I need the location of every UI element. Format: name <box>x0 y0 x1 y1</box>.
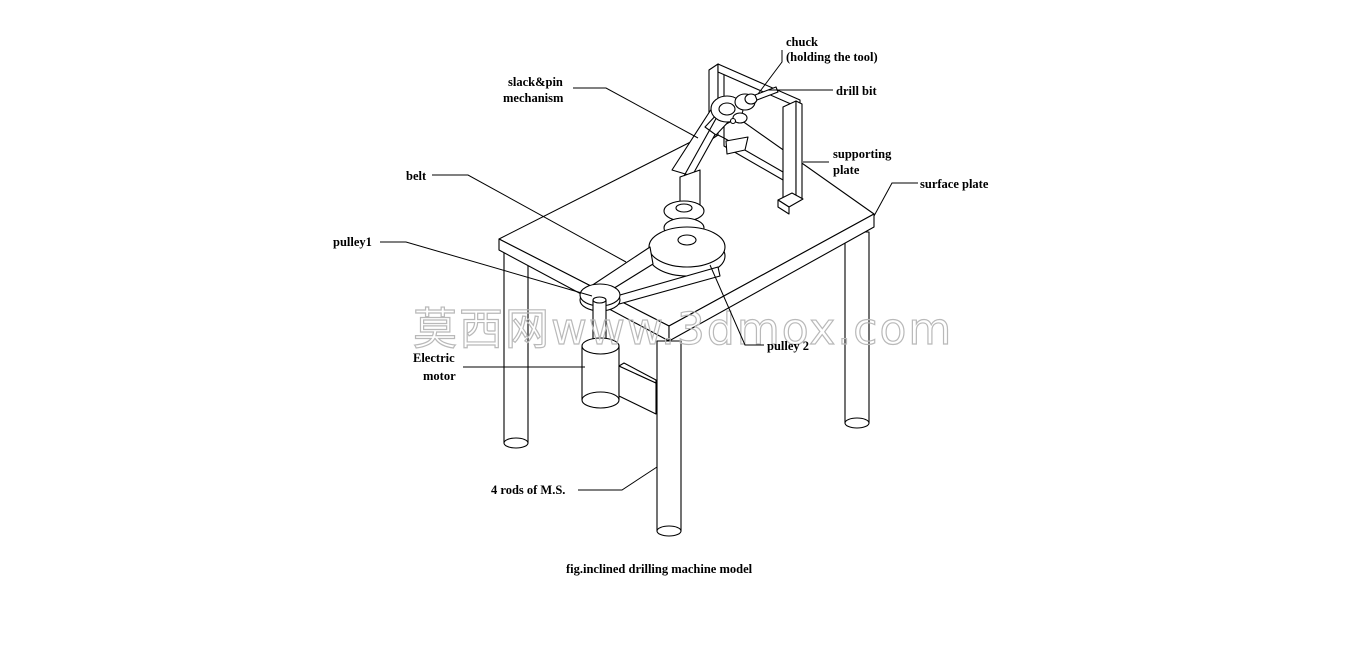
leader-belt <box>432 174 627 263</box>
label-electric: Electric <box>413 351 455 365</box>
label-slack-pin: slack&pin <box>508 75 563 89</box>
chuck <box>710 93 758 125</box>
leader-rods <box>578 466 658 491</box>
label-surface-plate: surface plate <box>920 177 989 191</box>
label-belt: belt <box>406 169 427 183</box>
leader-surface-plate <box>873 182 918 217</box>
label-drill-bit: drill bit <box>836 84 877 98</box>
electric-motor <box>581 337 657 415</box>
leg-front <box>656 340 682 537</box>
leader-pulley1 <box>380 241 593 297</box>
pulley-2 <box>648 226 726 277</box>
leader-lines <box>380 50 918 491</box>
label-pulley2: pulley 2 <box>767 339 809 353</box>
leader-chuck <box>757 50 783 95</box>
leader-pulley2 <box>709 264 764 346</box>
label-supporting: supporting <box>833 147 892 161</box>
label-motor: motor <box>423 369 456 383</box>
label-supporting-plate: plate <box>833 163 860 177</box>
label-chuck-sub: (holding the tool) <box>786 50 878 64</box>
label-pulley1: pulley1 <box>333 235 372 249</box>
label-rods: 4 rods of M.S. <box>491 483 565 497</box>
label-chuck: chuck <box>786 35 818 49</box>
watermark-text: 莫西网www.3dmox.com <box>413 304 953 355</box>
leader-slack-pin <box>573 87 699 139</box>
figure-caption: fig.inclined drilling machine model <box>566 562 753 576</box>
label-slack-pin-mechanism: mechanism <box>503 91 564 105</box>
leg-back-left <box>503 247 529 449</box>
